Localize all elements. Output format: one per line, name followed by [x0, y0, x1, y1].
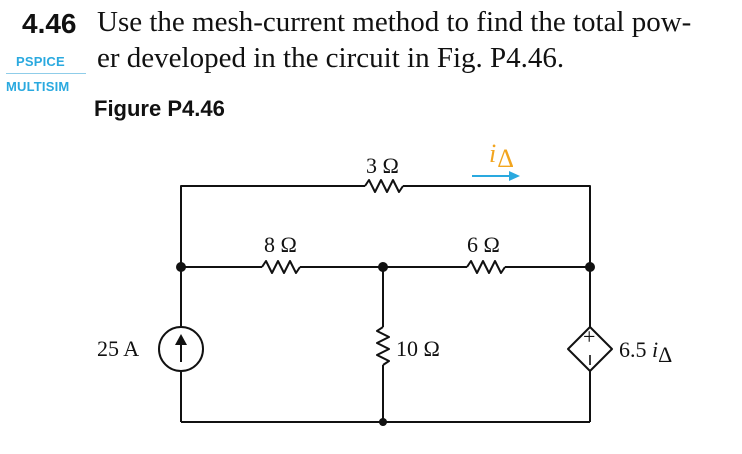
resistor-10-ohm-zigzag	[376, 326, 390, 366]
node-bottom-center	[379, 418, 387, 426]
current-ia-label: iΔ	[489, 139, 514, 173]
resistor-6-ohm-label: 6 Ω	[467, 232, 500, 257]
node-left	[176, 262, 186, 272]
ia-subscript: Δ	[497, 144, 514, 173]
resistor-3-ohm-zigzag	[364, 179, 404, 193]
wire-top-right	[403, 185, 591, 267]
current-source-arrow	[175, 334, 187, 362]
dependent-plus-sign: +	[583, 324, 595, 349]
current-source-label: 25 A	[97, 336, 139, 361]
resistor-8-ohm-label: 8 Ω	[264, 232, 297, 257]
tag-divider	[6, 73, 86, 74]
dependent-source-gain: 6.5	[619, 337, 652, 362]
current-ia-arrow	[472, 171, 520, 181]
ia-variable: i	[489, 139, 496, 168]
dependent-source-variable: i	[652, 337, 658, 362]
node-right	[585, 262, 595, 272]
problem-number: 4.46	[22, 8, 77, 39]
pspice-tag: PSPICE	[16, 54, 65, 69]
dependent-source-label: 6.5 iΔ	[619, 337, 672, 367]
problem-text-line-2: er developed in the circuit in Fig. P4.4…	[97, 42, 565, 74]
wire-top-left	[180, 185, 365, 267]
multisim-tag: MULTISIM	[6, 79, 70, 94]
resistor-8-ohm-zigzag	[261, 260, 301, 274]
problem-text-line-1: Use the mesh-current method to find the …	[97, 6, 692, 38]
resistor-3-ohm-label: 3 Ω	[366, 153, 399, 178]
node-center	[378, 262, 388, 272]
resistor-10-ohm-label: 10 Ω	[396, 336, 440, 361]
resistor-6-ohm-zigzag	[466, 260, 506, 274]
dependent-source-subscript: Δ	[658, 342, 672, 367]
figure-title: Figure P4.46	[94, 96, 225, 121]
